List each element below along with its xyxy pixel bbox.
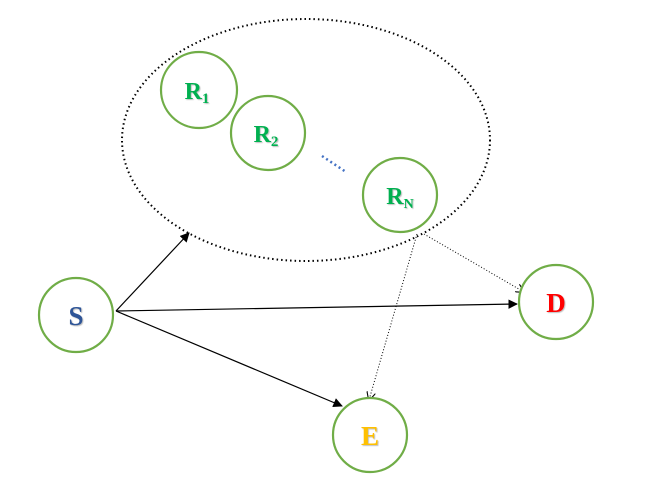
edge-s-to-e [115,310,343,408]
relay-rn-main: R [386,184,404,210]
edge-rn-to-e [369,233,418,400]
relay-node-rn-label: RN [386,184,413,212]
relay-node-rn-circle [361,156,439,234]
edge-rn-to-d [423,233,524,292]
relay-node-r1-circle [159,50,239,130]
ellipsis-dots [321,154,347,174]
eavesdropper-node: E [331,396,409,474]
relay-node-rn: RN [361,156,439,234]
relay-cluster-boundary [121,18,491,262]
source-node-circle [37,276,115,354]
source-node-label: S [68,301,83,331]
source-node: S [37,276,115,354]
eavesdropper-node-label: E [361,421,379,451]
relay-r1-sub: 1 [202,91,210,107]
edge-s-to-d [115,299,518,312]
destination-node-circle [517,263,595,341]
destination-node: D [517,263,595,341]
relay-rn-sub: N [404,197,414,212]
relay-r1-main: R [185,79,203,105]
relay-node-r2: R2 [229,94,307,172]
relay-node-r2-label: R2 [254,122,279,150]
relay-node-r1: R1 [159,50,239,130]
relay-r2-main: R [254,122,272,148]
relay-node-r1-label: R1 [185,79,210,107]
relay-node-r2-circle [229,94,307,172]
relay-r2-sub: 2 [271,134,279,150]
eavesdropper-node-circle [331,396,409,474]
destination-node-label: D [546,288,566,318]
edge-s-to-relays [115,232,190,312]
